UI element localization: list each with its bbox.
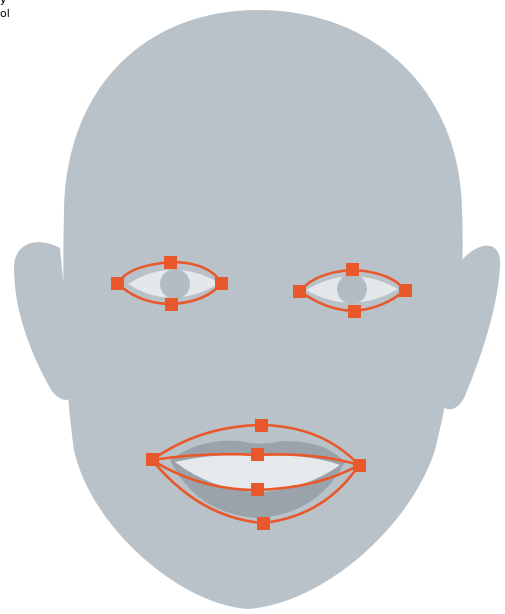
right-eye-top-lid-marker (346, 263, 359, 276)
mouth-lower-lip-bottom-marker (257, 517, 270, 530)
mouth-upper-lip-top-marker (255, 419, 268, 432)
mouth-right-corner-marker (353, 459, 366, 472)
left-eye-inner-corner-marker (215, 277, 228, 290)
left-eye-iris (160, 269, 190, 299)
left-eye-bottom-lid-marker (165, 298, 178, 311)
right-eye-inner-corner-marker (293, 285, 306, 298)
right-eye-outer-corner-marker (399, 284, 412, 297)
right-eye-iris (337, 274, 367, 304)
mouth-lower-lip-center-marker (251, 483, 264, 496)
left-eye-top-lid-marker (164, 256, 177, 269)
mouth-left-corner-marker (146, 453, 159, 466)
mouth-upper-lip-center-marker (251, 448, 264, 461)
left-eye-outer-corner-marker (111, 277, 124, 290)
right-eye-bottom-lid-marker (348, 305, 361, 318)
